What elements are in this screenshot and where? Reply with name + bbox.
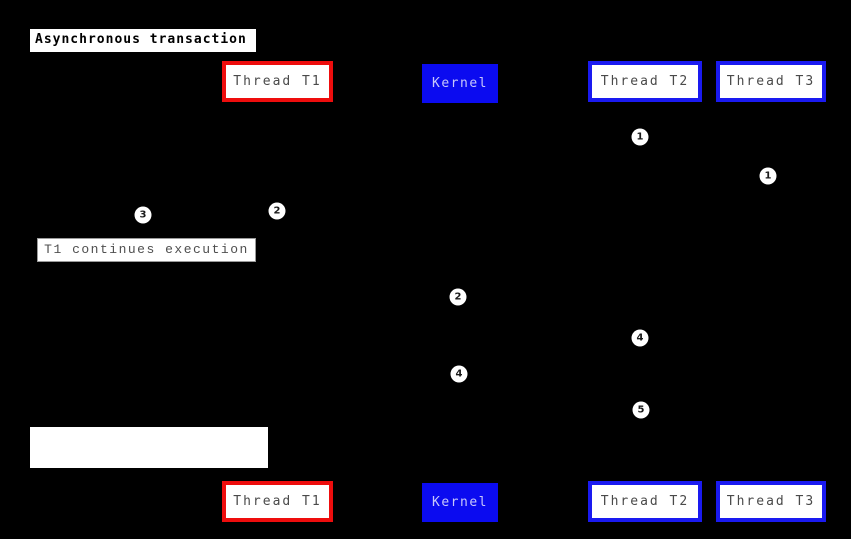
note-t1-continues: T1 continues execution bbox=[37, 238, 256, 262]
participant-thread-t2-bottom: Thread T2 bbox=[588, 481, 702, 522]
lifeline-thread-t1 bbox=[277, 102, 278, 481]
step-marker: 1 bbox=[759, 167, 777, 185]
participant-thread-t1-top: Thread T1 bbox=[222, 61, 333, 102]
lifeline-thread-t2 bbox=[645, 102, 646, 481]
step-marker: 2 bbox=[268, 202, 286, 220]
participant-thread-t2-top: Thread T2 bbox=[588, 61, 702, 102]
step-marker: 2 bbox=[449, 288, 467, 306]
step-marker: 3 bbox=[134, 206, 152, 224]
participant-kernel-top: Kernel bbox=[422, 64, 498, 103]
diagram-title: Asynchronous transaction bbox=[30, 29, 256, 52]
lifeline-thread-t3 bbox=[771, 102, 772, 481]
step-marker: 5 bbox=[632, 401, 650, 419]
step-marker: 4 bbox=[450, 365, 468, 383]
participant-kernel-bottom: Kernel bbox=[422, 483, 498, 522]
participant-thread-t3-bottom: Thread T3 bbox=[716, 481, 826, 522]
note-blank bbox=[30, 427, 268, 468]
participant-thread-t1-bottom: Thread T1 bbox=[222, 481, 333, 522]
step-marker: 1 bbox=[631, 128, 649, 146]
step-marker: 4 bbox=[631, 329, 649, 347]
participant-thread-t3-top: Thread T3 bbox=[716, 61, 826, 102]
